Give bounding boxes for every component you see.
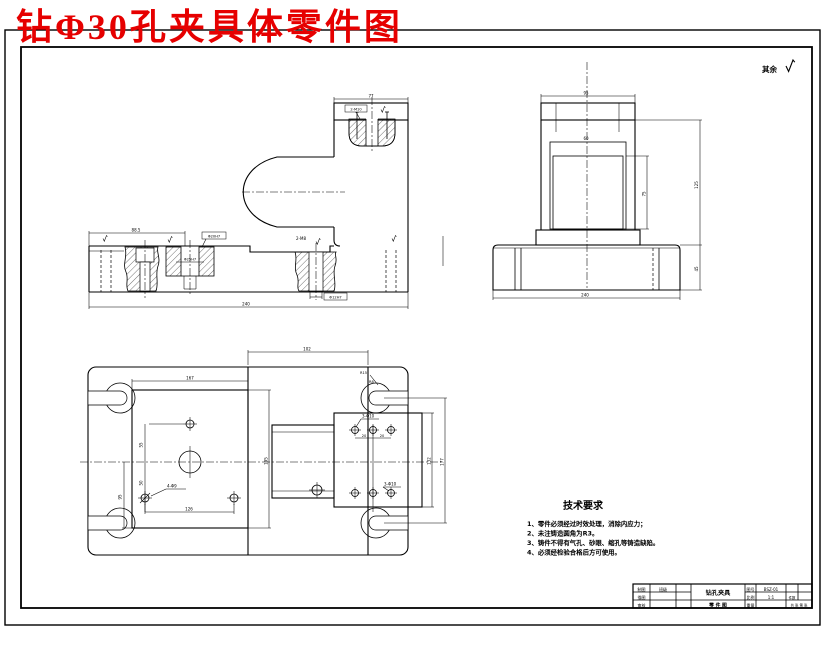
dim-plan-holes-note: 4-Φ9 [167, 484, 177, 489]
sheet-frame [4, 29, 821, 626]
roughness-icon [391, 235, 397, 242]
roughness-icon [315, 238, 321, 245]
dim-side-overall: 240 [581, 293, 589, 298]
dim-front-bore-fit: Φ25H7 [184, 258, 196, 262]
tech-req-item-2: 2、未注铸造圆角为R3。 [527, 529, 598, 538]
titleblock-scale-label: 比例 [747, 594, 755, 600]
titleblock-sheet-label: 共 张 第 张 [791, 603, 808, 608]
tech-req-heading: 技术要求 [563, 499, 604, 512]
dim-plan-slot-r-inner: R8 [369, 380, 374, 384]
dim-plan-slot-span: 177 [440, 458, 445, 466]
section-hatch [198, 246, 215, 277]
dim-plan-hole-top: 55 [139, 442, 144, 448]
dim-plan-plate-note-top: 3-Φ10 [362, 414, 375, 419]
dim-front-left-span: 88.5 [132, 228, 141, 233]
dim-side-window-width: 60 [583, 136, 589, 141]
dim-plan-edge-off: 95 [118, 494, 123, 500]
tech-req-item-1: 1、零件必须经过时效处理，消除内应力； [527, 519, 646, 528]
dim-front-cap-thread: 2-M10 [350, 108, 362, 112]
titleblock-no-label: 图号 [747, 586, 755, 592]
dim-side-window-height: 75 [642, 191, 647, 197]
dim-plan-square: 167 [186, 376, 194, 381]
dim-plan-hole-mid: 50 [139, 480, 144, 486]
titleblock-qty-label: 件数 [789, 595, 796, 600]
titleblock-tracer-label: 描图 [638, 594, 646, 600]
front-section-view: 88.5 Φ20H7 Φ25H7 2-M8 Φ12H7 240 77 2-M10 [88, 94, 444, 309]
dim-plan-plate-note-bottom: 3-Φ10 [384, 482, 397, 487]
dim-plan-hole-span: 126 [185, 507, 193, 512]
titleblock-part-name: 钻孔夹具 [706, 589, 732, 597]
titleblock-class-label: 班级 [659, 586, 667, 592]
tech-req-item-4: 4、必须经检验合格后方可使用。 [527, 548, 621, 557]
titleblock-no-value: BSZ-01 [764, 587, 779, 592]
plate-holes [349, 424, 397, 512]
dim-side-cap-width: 95 [583, 91, 589, 96]
dim-front-pin-fit: Φ12H7 [329, 296, 341, 300]
roughness-icon [167, 236, 173, 243]
tech-req-item-3: 3、铸件不得有气孔、砂眼、缩孔等铸造缺陷。 [527, 538, 659, 547]
dim-plan-platform: 102 [303, 347, 311, 352]
titleblock-checker-label: 审核 [638, 602, 646, 608]
dim-front-slot-fit: Φ20H7 [208, 235, 220, 239]
tech-requirements: 技术要求 1、零件必须经过时效处理，消除内应力； 2、未注铸造圆角为R3。 3、… [527, 499, 659, 557]
titleblock-drafter-label: 制图 [638, 586, 646, 592]
dim-front-mid-thread: 2-M8 [296, 236, 306, 241]
titleblock-doc-type: 零 件 图 [708, 602, 727, 609]
section-hatch [165, 246, 182, 277]
dim-plan-slot-r-outer: R15 [360, 371, 367, 375]
dim-plan-square-h: 195 [264, 457, 269, 465]
roughness-icon [380, 106, 386, 113]
side-view: 95 60 75 125 45 240 [492, 62, 702, 300]
dim-front-cap-width: 77 [368, 94, 374, 99]
dim-side-upper-height: 125 [694, 181, 699, 189]
surface-note: 其余 [762, 59, 796, 74]
drawing-title: 钻Φ30孔夹具体零件图 [16, 7, 403, 47]
title-block: 制图 描图 审核 班级 钻孔夹具 零 件 图 图号 BSZ-01 比例 1:1 … [632, 583, 813, 609]
titleblock-weight-label: 重量 [747, 602, 755, 608]
plan-view: 167 102 55 50 95 126 195 4-Φ9 3-Φ10 3-Φ1… [80, 347, 447, 556]
roughness-icon [102, 235, 108, 242]
dim-front-overall: 240 [242, 302, 250, 307]
surface-note-label: 其余 [762, 64, 777, 74]
titleblock-scale-value: 1:1 [768, 595, 775, 600]
roughness-icon [785, 59, 796, 73]
dim-plan-pitch2: 20 [380, 434, 385, 438]
dim-side-base-height: 45 [694, 266, 699, 272]
dim-plan-pitch1: 20 [362, 434, 367, 438]
dim-plan-plate-h: 132 [427, 457, 432, 465]
